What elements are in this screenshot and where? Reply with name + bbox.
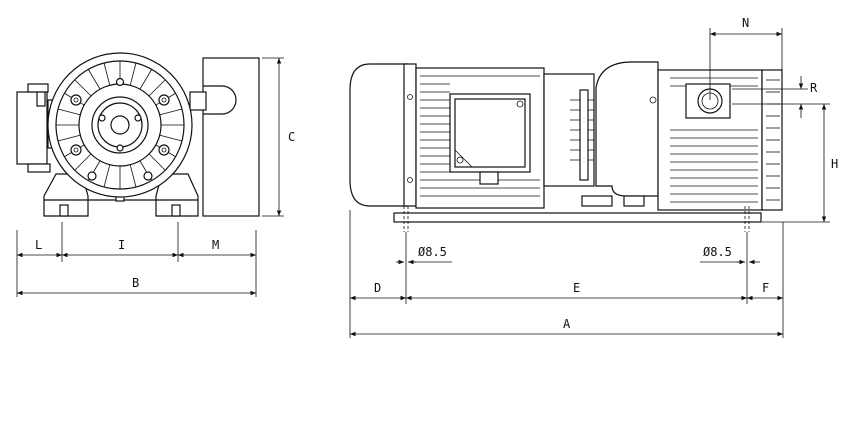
junction-box <box>449 93 531 173</box>
side-dimensions: N R H Ø8.5 Ø8.5 D E F A <box>349 16 838 338</box>
front-view <box>16 52 260 217</box>
dim-label-L: L <box>35 238 42 252</box>
base-plate <box>393 212 762 223</box>
dim-label-A: A <box>563 317 571 331</box>
flange-bolts <box>70 77 170 181</box>
dim-label-H: H <box>831 157 838 171</box>
dim-label-R: R <box>810 81 818 95</box>
dim-label-C: C <box>288 130 295 144</box>
dim-label-N: N <box>742 16 749 30</box>
right-foot <box>155 173 199 217</box>
side-view <box>349 61 783 232</box>
pump-body <box>595 61 659 197</box>
dim-label-B: B <box>132 276 139 290</box>
fan-cover <box>349 63 409 207</box>
exhaust-housing <box>202 57 260 217</box>
dim-label-E: E <box>573 281 580 295</box>
dim-label-F: F <box>762 281 769 295</box>
front-dimensions: C L I M B <box>16 57 295 297</box>
hole-label-left: Ø8.5 <box>418 245 447 259</box>
hole-label-right: Ø8.5 <box>703 245 732 259</box>
dim-label-D: D <box>374 281 381 295</box>
cable-gland <box>479 171 499 185</box>
dim-label-M: M <box>212 238 219 252</box>
dim-label-I: I <box>118 238 125 252</box>
motor-fins <box>420 75 540 197</box>
